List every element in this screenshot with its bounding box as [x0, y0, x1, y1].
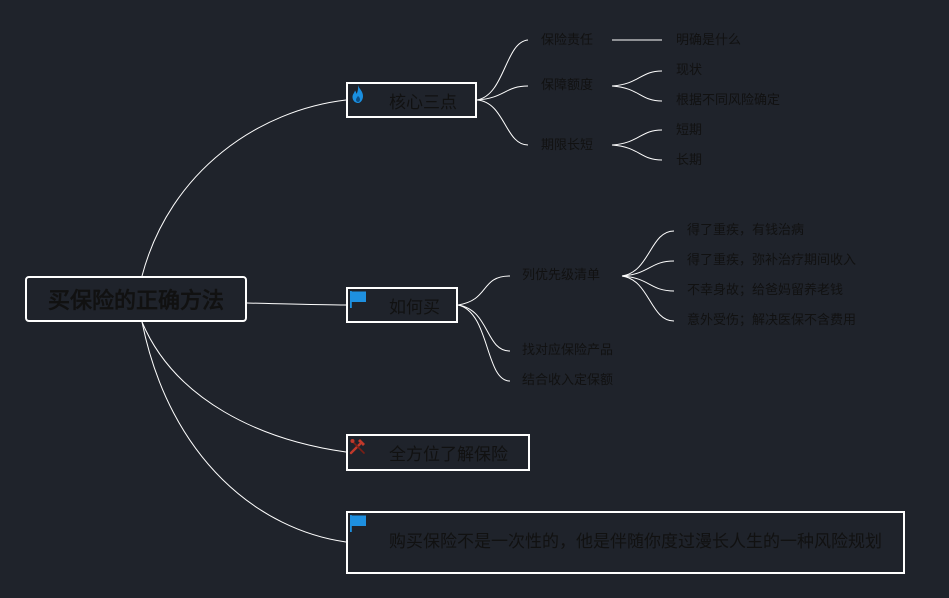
tools-icon [349, 439, 384, 463]
subtopic-priority-list[interactable]: 列优先级清单 [522, 268, 601, 283]
flame-icon [352, 85, 384, 110]
subtopic-coverage-amount[interactable]: 保障额度 [541, 78, 594, 93]
root-topic[interactable]: 买保险的正确方法 [25, 276, 247, 322]
leaf-status[interactable]: 现状 [676, 63, 703, 78]
branch-understand-insurance[interactable]: 全方位了解保险 [346, 434, 530, 471]
leaf-by-risk[interactable]: 根据不同风险确定 [676, 93, 781, 108]
leaf-short-term[interactable]: 短期 [676, 123, 703, 138]
connector-root-branch3 [141, 321, 347, 453]
connector-b1-c1 [476, 39, 529, 101]
connector-b1-c3 [476, 99, 529, 146]
connector-b1-c2 [476, 85, 529, 101]
leaf-death-parents[interactable]: 不幸身故；给爸妈留养老钱 [687, 283, 844, 298]
branch-label: 核心三点 [389, 92, 457, 113]
flag-icon [350, 515, 384, 553]
connector-b1-c2-l2 [611, 85, 663, 102]
connector-b1-c2-l1 [611, 70, 663, 87]
connector-b2-c1-l1 [621, 230, 675, 277]
connector-root-branch1 [141, 99, 347, 277]
connector-b2-c1-l2 [621, 260, 675, 277]
subtopic-find-products[interactable]: 找对应保险产品 [522, 343, 614, 358]
branch-label: 全方位了解保险 [389, 445, 508, 465]
connector-b2-c1-l4 [621, 275, 675, 322]
root-topic-label: 买保险的正确方法 [47, 289, 224, 314]
connector-b1-c3-l1 [611, 129, 663, 146]
connector-b2-c1 [457, 275, 511, 306]
connector-b2-c3 [457, 304, 511, 382]
leaf-critical-illness-income[interactable]: 得了重疾，弥补治疗期间收入 [687, 253, 857, 268]
branch-label: 如何买 [389, 297, 440, 318]
connector-b1-c3-l2 [611, 144, 663, 161]
leaf-critical-illness-treatment[interactable]: 得了重疾，有钱治病 [687, 223, 805, 238]
branch-long-term-planning[interactable]: 购买保险不是一次性的，他是伴随你度过漫长人生的一种风险规划 [346, 511, 905, 574]
subtopic-term-length[interactable]: 期限长短 [541, 138, 594, 153]
branch-how-to-buy[interactable]: 如何买 [346, 287, 458, 323]
leaf-long-term[interactable]: 长期 [676, 153, 703, 168]
leaf-accident-costs[interactable]: 意外受伤；解决医保不含费用 [687, 313, 857, 328]
connector-root-branch2 [246, 302, 347, 306]
flag-icon [350, 291, 384, 315]
branch-core-points[interactable]: 核心三点 [346, 82, 477, 118]
connector-b2-c2 [457, 304, 511, 352]
subtopic-responsibility[interactable]: 保险责任 [541, 33, 594, 48]
branch-label: 购买保险不是一次性的，他是伴随你度过漫长人生的一种风险规划 [389, 532, 882, 552]
leaf-what-it-is[interactable]: 明确是什么 [676, 33, 742, 48]
subtopic-set-amount[interactable]: 结合收入定保额 [522, 373, 614, 388]
connector-root-branch4 [141, 321, 347, 543]
connector-b2-c1-l3 [621, 275, 675, 292]
